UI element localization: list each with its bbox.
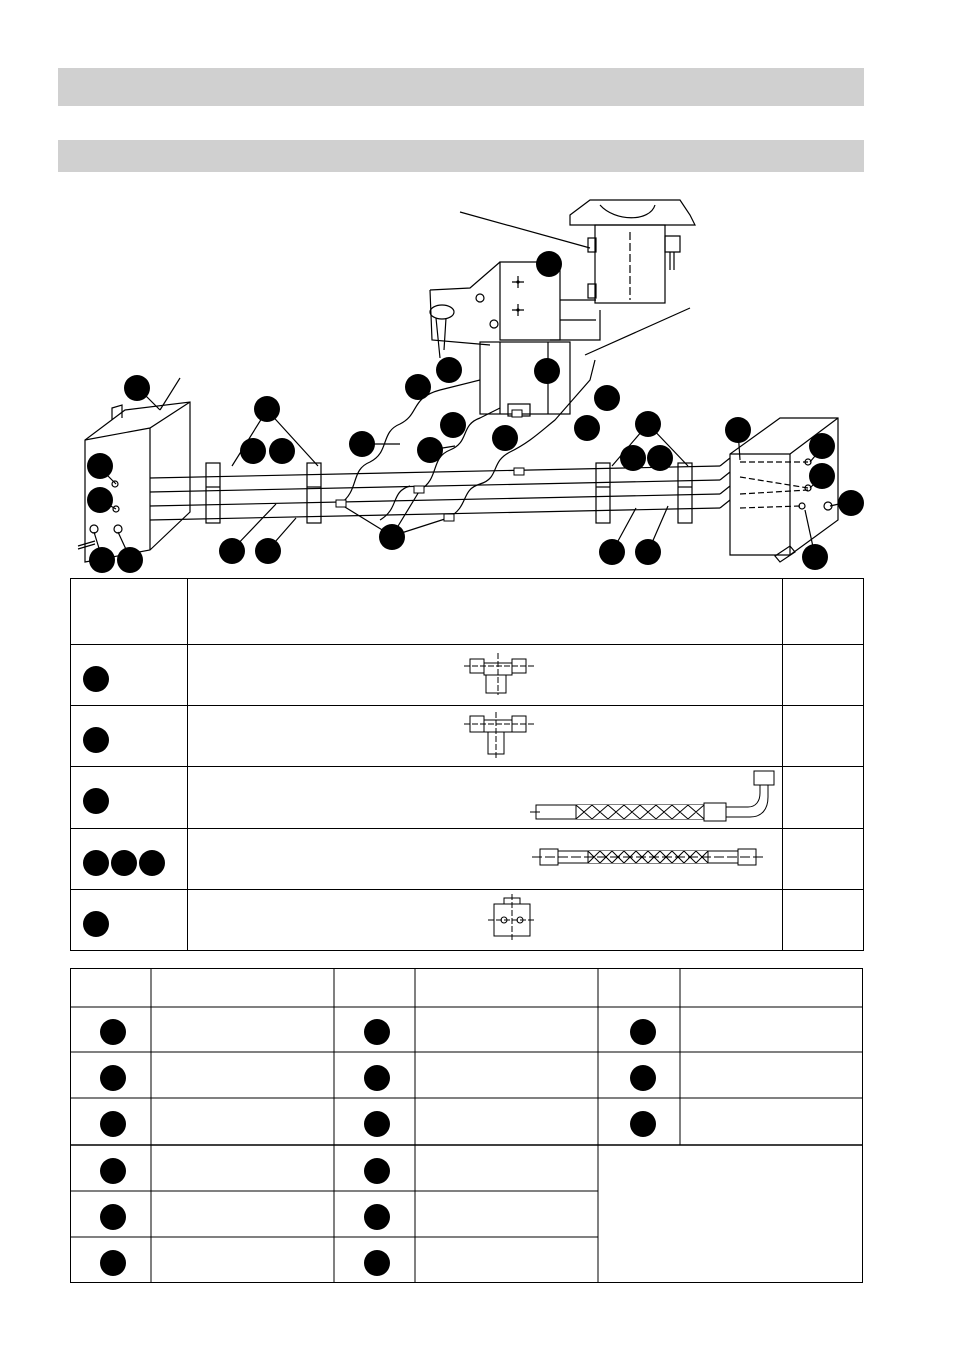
tee-fitting-icon — [464, 712, 534, 758]
parts-row-qty — [782, 644, 864, 706]
callout-dot — [620, 445, 646, 471]
parts-row-qty — [782, 705, 864, 767]
callout-dot — [139, 850, 165, 876]
callout-dot — [364, 1111, 390, 1137]
col-ref-header — [70, 578, 188, 645]
callout-dot — [574, 415, 600, 441]
parts-row-desc — [187, 828, 783, 890]
parts-row — [70, 644, 864, 706]
bulkhead-fitting-icon — [488, 894, 536, 942]
parts-row-desc — [187, 644, 783, 706]
callout-dot — [100, 1019, 126, 1045]
callout-dot — [364, 1204, 390, 1230]
callout-dot — [349, 431, 375, 457]
straight-hose-icon — [532, 848, 766, 866]
parts-row — [70, 889, 864, 951]
col-qty-header — [782, 578, 864, 645]
callout-dot — [269, 438, 295, 464]
parts-row-qty — [782, 766, 864, 829]
callout-dot — [838, 490, 864, 516]
callout-dot — [364, 1158, 390, 1184]
callout-dot — [83, 788, 109, 814]
callout-dot — [83, 727, 109, 753]
callout-dot — [83, 666, 109, 692]
callout-dot — [87, 453, 113, 479]
parts-row-ref — [70, 828, 188, 890]
callout-dot — [599, 539, 625, 565]
parts-row-desc — [187, 766, 783, 829]
col-description-header — [187, 578, 783, 645]
callout-dot — [536, 251, 562, 277]
parts-row-ref — [70, 766, 188, 829]
callout-dot — [405, 374, 431, 400]
callout-dot — [100, 1250, 126, 1276]
callout-dot — [809, 463, 835, 489]
parts-row — [70, 828, 864, 890]
parts-row — [70, 705, 864, 767]
callout-dot — [364, 1250, 390, 1276]
parts-row-ref — [70, 705, 188, 767]
callout-dot — [802, 544, 828, 570]
callout-dot — [124, 375, 150, 401]
callout-dot — [725, 417, 751, 443]
elbow-hose-icon — [530, 770, 775, 822]
callout-dot — [100, 1111, 126, 1137]
parts-row-desc — [187, 705, 783, 767]
parts-row-desc — [187, 889, 783, 951]
callout-dot — [100, 1065, 126, 1091]
callout-dot — [117, 547, 143, 573]
callout-dot — [534, 358, 560, 384]
callout-dot — [111, 850, 137, 876]
piping-diagram — [77, 199, 864, 573]
callout-dot — [89, 547, 115, 573]
parts-table-header — [70, 578, 864, 645]
callout-dot — [240, 438, 266, 464]
left-tank — [84, 401, 191, 563]
callout-dot — [809, 433, 835, 459]
parts-row-ref — [70, 644, 188, 706]
callout-dot — [436, 357, 462, 383]
callout-dot — [379, 524, 405, 550]
parts-row — [70, 766, 864, 829]
callout-dot — [635, 539, 661, 565]
parts-row-qty — [782, 828, 864, 890]
parts-row-ref — [70, 889, 188, 951]
callout-dot — [594, 385, 620, 411]
callout-dot — [219, 538, 245, 564]
callout-dot — [83, 911, 109, 937]
callout-dot — [254, 396, 280, 422]
callout-dot — [255, 538, 281, 564]
parts-table — [70, 578, 864, 951]
callout-dot — [630, 1111, 656, 1137]
subheader-bar — [58, 140, 864, 172]
parts-row-qty — [782, 889, 864, 951]
callout-dot — [364, 1019, 390, 1045]
header-bar — [58, 68, 864, 106]
callout-dot — [417, 437, 443, 463]
legend-table — [70, 968, 863, 1283]
callout-dot — [83, 850, 109, 876]
callout-dot — [100, 1158, 126, 1184]
callout-dot — [364, 1065, 390, 1091]
right-tank — [729, 417, 839, 556]
callout-dot — [647, 445, 673, 471]
callout-dot — [87, 487, 113, 513]
callout-dot — [492, 425, 518, 451]
callout-dot — [630, 1065, 656, 1091]
callout-dot — [635, 411, 661, 437]
callout-dot — [630, 1019, 656, 1045]
tee-fitting-icon — [464, 653, 534, 695]
callout-dot — [100, 1204, 126, 1230]
callout-dot — [440, 412, 466, 438]
